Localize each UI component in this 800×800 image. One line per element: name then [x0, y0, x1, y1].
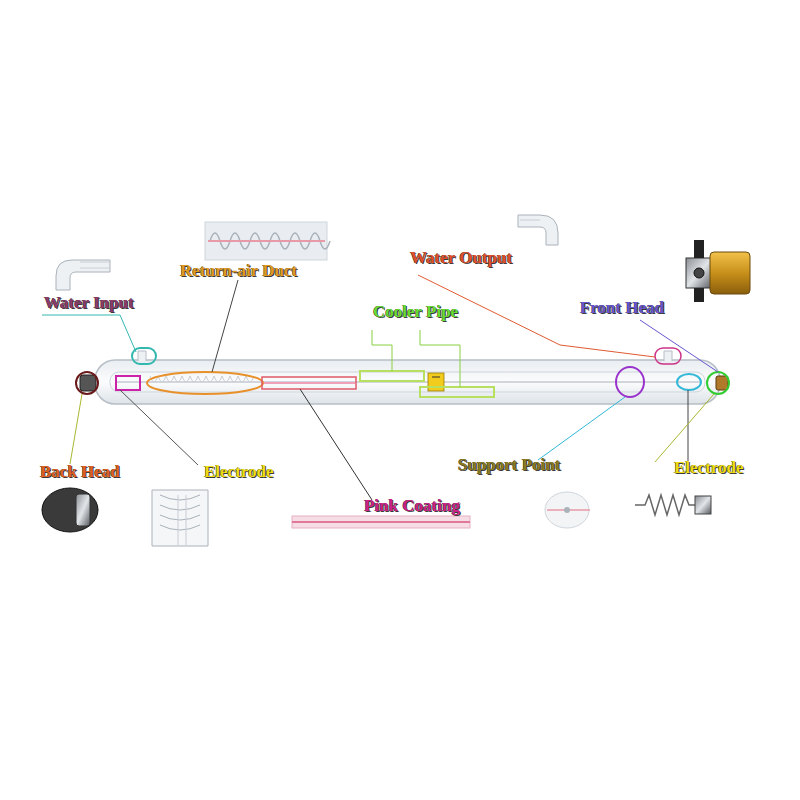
part-label: Water Input [44, 294, 134, 313]
part-label: Return-air Duct [180, 262, 297, 281]
part-label: Pink Coating [364, 497, 460, 516]
part-label: Back Head [40, 463, 120, 482]
part-label: Cooler Pipe [373, 303, 458, 322]
part-label: Water Output [410, 249, 512, 268]
part-label: Electrode [204, 463, 274, 482]
part-label: Support Point [458, 456, 561, 475]
part-label: Electrode [674, 459, 744, 478]
part-label: Front Head [580, 299, 664, 318]
